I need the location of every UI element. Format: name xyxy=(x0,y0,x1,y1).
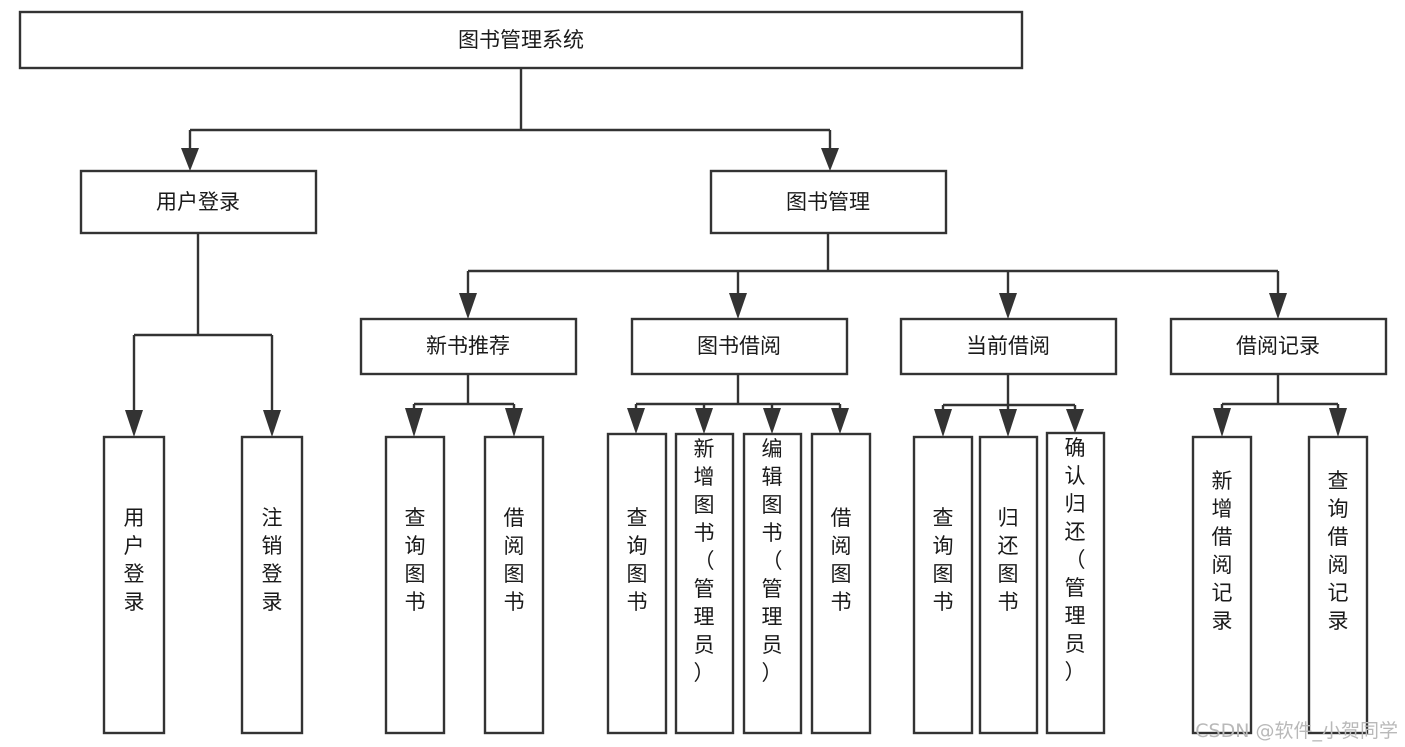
node-book-management[interactable]: 图书管理 xyxy=(709,169,948,235)
node-leaf-return-book[interactable]: 归还图书 xyxy=(978,435,1039,735)
node-leaf-query-record[interactable]: 查询借阅记录 xyxy=(1307,435,1369,735)
node-leaf-edit-book[interactable]: 编辑图书（管理员） xyxy=(742,432,803,735)
arrow-new-book-recommend xyxy=(459,293,477,319)
leaf-add-book-label: 新增图书（管理员） xyxy=(694,437,715,685)
user-login-label: 用户登录 xyxy=(156,190,240,214)
arrow-book-management xyxy=(821,148,839,171)
book-borrow-label: 图书借阅 xyxy=(697,334,781,358)
current-borrow-label: 当前借阅 xyxy=(966,334,1050,358)
node-leaf-query-book-2[interactable]: 查询图书 xyxy=(606,432,668,735)
connector-new-book-recommend-children xyxy=(405,374,523,437)
connector-borrow-record-children xyxy=(1213,374,1347,437)
leaf-edit-book-label: 编辑图书（管理员） xyxy=(762,437,783,685)
leaf-query-book-2-box[interactable] xyxy=(606,432,668,735)
user-login-box[interactable] xyxy=(79,169,318,235)
leaf-query-record-label: 查询借阅记录 xyxy=(1328,469,1349,633)
borrow-record-box[interactable] xyxy=(1169,317,1388,376)
leaf-query-book-3-box[interactable] xyxy=(912,435,974,735)
node-root[interactable]: 图书管理系统 xyxy=(18,10,1024,70)
leaf-return-book-label: 归还图书 xyxy=(998,506,1019,614)
leaf-return-book-box[interactable] xyxy=(978,435,1039,735)
node-book-borrow[interactable]: 图书借阅 xyxy=(630,317,849,376)
node-leaf-add-book[interactable]: 新增图书（管理员） xyxy=(674,432,735,735)
arrow-leaf-confirm-return xyxy=(1066,409,1084,433)
node-leaf-user-login[interactable]: 用户登录 xyxy=(102,435,166,735)
arrow-leaf-query-book-3 xyxy=(934,409,952,437)
connector-book-borrow-children xyxy=(627,374,849,434)
leaf-add-book-box[interactable] xyxy=(674,432,735,735)
arrow-leaf-add-record xyxy=(1213,408,1231,437)
leaf-borrow-book-2-box[interactable] xyxy=(810,432,872,735)
connectors-layer xyxy=(125,68,1347,437)
leaf-edit-book-box[interactable] xyxy=(742,432,803,735)
leaf-borrow-book-1-label: 借阅图书 xyxy=(504,506,525,614)
node-leaf-add-record[interactable]: 新增借阅记录 xyxy=(1191,435,1253,735)
arrow-leaf-edit-book xyxy=(763,408,781,434)
node-borrow-record[interactable]: 借阅记录 xyxy=(1169,317,1388,376)
leaf-confirm-return-box[interactable] xyxy=(1045,431,1106,735)
node-user-login[interactable]: 用户登录 xyxy=(79,169,318,235)
arrow-book-borrow xyxy=(729,293,747,319)
leaf-user-login-box[interactable] xyxy=(102,435,166,735)
connector-current-borrow-children xyxy=(934,374,1084,437)
book-management-label: 图书管理 xyxy=(786,190,870,214)
root-box[interactable] xyxy=(18,10,1024,70)
node-current-borrow[interactable]: 当前借阅 xyxy=(899,317,1118,376)
node-leaf-query-book-1[interactable]: 查询图书 xyxy=(384,435,446,735)
leaf-confirm-return-label: 确认归还（管理员） xyxy=(1065,436,1086,684)
new-book-recommend-box[interactable] xyxy=(359,317,578,376)
connector-book-management-children xyxy=(459,233,1287,319)
leaf-query-book-3-label: 查询图书 xyxy=(933,506,954,614)
book-management-box[interactable] xyxy=(709,169,948,235)
current-borrow-box[interactable] xyxy=(899,317,1118,376)
arrow-leaf-query-book-1 xyxy=(405,408,423,437)
leaf-add-record-label: 新增借阅记录 xyxy=(1212,469,1233,633)
arrow-leaf-add-book xyxy=(695,408,713,434)
leaf-logout-login-box[interactable] xyxy=(240,435,304,735)
leaf-borrow-book-1-box[interactable] xyxy=(483,435,545,735)
connector-root-to-level2 xyxy=(181,68,839,171)
leaf-borrow-book-2-label: 借阅图书 xyxy=(831,506,852,614)
root-label: 图书管理系统 xyxy=(458,28,584,52)
arrow-leaf-query-book-2 xyxy=(627,408,645,434)
node-leaf-borrow-book-2[interactable]: 借阅图书 xyxy=(810,432,872,735)
borrow-record-label: 借阅记录 xyxy=(1236,334,1320,358)
leaf-query-book-1-label: 查询图书 xyxy=(405,506,426,614)
arrow-user-login xyxy=(181,148,199,171)
arrow-borrow-record xyxy=(1269,293,1287,319)
node-leaf-logout-login[interactable]: 注销登录 xyxy=(240,435,304,735)
csdn-watermark: CSDN @软件_小贺同学 xyxy=(1195,720,1398,742)
leaf-user-login-label: 用户登录 xyxy=(124,506,145,614)
arrow-leaf-return-book xyxy=(999,409,1017,437)
leaf-query-record-box[interactable] xyxy=(1307,435,1369,735)
node-leaf-confirm-return[interactable]: 确认归还（管理员） xyxy=(1045,431,1106,735)
leaf-query-book-2-label: 查询图书 xyxy=(627,506,648,614)
leaf-logout-login-label: 注销登录 xyxy=(262,506,283,614)
node-new-book-recommend[interactable]: 新书推荐 xyxy=(359,317,578,376)
leaf-query-book-1-box[interactable] xyxy=(384,435,446,735)
arrow-leaf-logout-login xyxy=(263,410,281,437)
arrow-leaf-borrow-book-2 xyxy=(831,408,849,434)
connector-user-login-children xyxy=(125,233,281,437)
arrow-leaf-user-login xyxy=(125,410,143,437)
arrow-current-borrow xyxy=(999,293,1017,319)
arrow-leaf-borrow-book-1 xyxy=(505,408,523,437)
leaf-add-record-box[interactable] xyxy=(1191,435,1253,735)
node-leaf-query-book-3[interactable]: 查询图书 xyxy=(912,435,974,735)
arrow-leaf-query-record xyxy=(1329,408,1347,437)
node-leaf-borrow-book-1[interactable]: 借阅图书 xyxy=(483,435,545,735)
book-borrow-box[interactable] xyxy=(630,317,849,376)
new-book-recommend-label: 新书推荐 xyxy=(426,334,510,358)
